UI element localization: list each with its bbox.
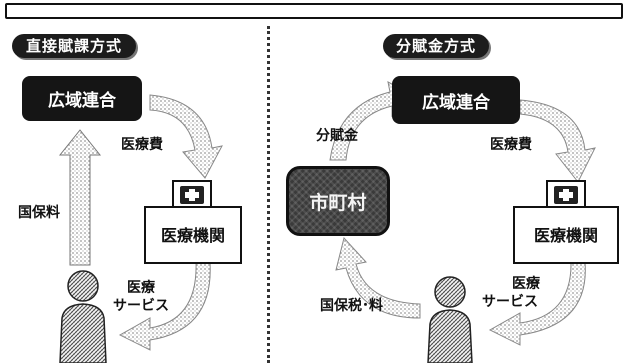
right-insurance-tax-fee-label: 国保税･料 [320, 298, 383, 314]
left-hospital-label: 医療機関 [160, 226, 225, 245]
right-arrow-tax-fee [335, 236, 421, 319]
left-hospital-box: 医療機関 [144, 206, 242, 264]
header-frame [5, 3, 623, 19]
right-panel-title: 分賦金方式 [383, 34, 489, 58]
left-service-label-1: 医療 [127, 280, 155, 296]
left-insurance-fee-label: 国保料 [18, 205, 60, 221]
right-allotment-label: 分賦金 [316, 128, 358, 144]
right-hospital-box: 医療機関 [513, 206, 619, 264]
left-medical-cost-label: 医療費 [121, 137, 163, 153]
right-medical-cost-label: 医療費 [490, 137, 532, 153]
right-org-label: 広域連合 [422, 92, 490, 113]
municipality-label: 市町村 [309, 191, 367, 214]
left-arrow-fee-up [58, 129, 102, 266]
right-service-label-1: 医療 [512, 276, 540, 292]
panel-divider [267, 26, 270, 363]
left-medical-cross-icon [180, 186, 204, 204]
right-hospital-roof [546, 180, 586, 208]
left-hospital-roof [172, 180, 212, 208]
left-arrow-service [118, 261, 211, 351]
left-service-label-2: サービス [113, 298, 169, 314]
left-person-figure [59, 270, 107, 363]
right-service-label-2: サービス [482, 294, 538, 310]
right-hospital-label: 医療機関 [533, 226, 598, 245]
left-org-label: 広域連合 [48, 91, 116, 111]
left-arrow-org-to-hospital [149, 94, 223, 179]
right-medical-cross-icon [554, 186, 578, 204]
right-arrow-service [488, 261, 586, 346]
left-org-box: 広域連合 [22, 76, 142, 121]
right-person-figure [427, 276, 473, 363]
left-panel-title: 直接賦課方式 [12, 34, 136, 58]
right-org-box: 広域連合 [392, 76, 520, 124]
municipality-box: 市町村 [286, 166, 390, 236]
